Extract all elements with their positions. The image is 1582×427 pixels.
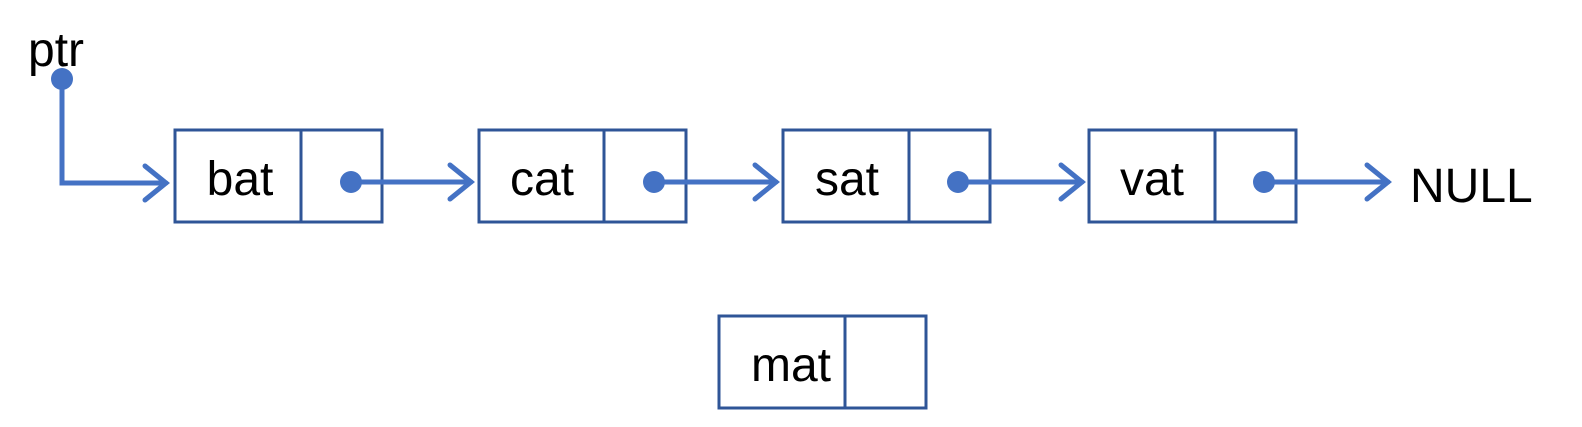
list-node: vat bbox=[1087, 128, 1298, 224]
pointer-label: ptr bbox=[28, 24, 84, 77]
detached-node: mat bbox=[717, 314, 928, 410]
node-data-label: vat bbox=[1120, 153, 1184, 206]
node-data-label: mat bbox=[751, 339, 831, 392]
next-link-arrowhead bbox=[752, 162, 780, 202]
null-link-arrowhead bbox=[1364, 162, 1392, 202]
list-node: cat bbox=[477, 128, 688, 224]
next-link-arrowhead bbox=[447, 162, 475, 202]
null-label: NULL bbox=[1410, 160, 1533, 213]
list-node: bat bbox=[173, 128, 384, 224]
next-link-arrowhead bbox=[1058, 162, 1086, 202]
head-pointer-arrowhead bbox=[142, 163, 170, 203]
node-data-label: sat bbox=[815, 153, 879, 206]
node-box bbox=[717, 314, 928, 410]
list-node: sat bbox=[781, 128, 992, 224]
head-pointer-link bbox=[59, 76, 169, 186]
node-data-label: cat bbox=[510, 153, 574, 206]
node-data-label: bat bbox=[207, 153, 274, 206]
